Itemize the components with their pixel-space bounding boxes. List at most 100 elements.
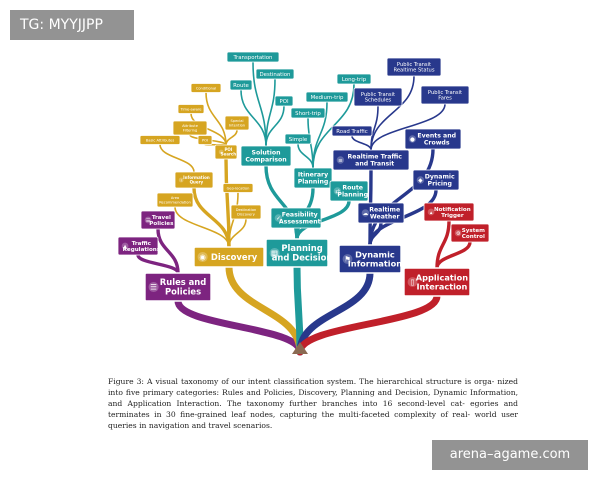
node-label-line: Medium-trip <box>311 95 344 101</box>
node-box <box>255 68 295 80</box>
node-label-line: Planning <box>337 192 368 199</box>
route-icon <box>333 187 342 195</box>
node-box <box>338 244 402 274</box>
node-label-line: Public Transit <box>397 62 431 68</box>
node-box <box>117 236 159 256</box>
bell-icon-glyph: ▴ <box>430 210 433 216</box>
node-box <box>224 115 250 131</box>
node-box <box>190 83 222 93</box>
node-box <box>230 204 262 220</box>
node-label-line: Assessment <box>279 219 321 226</box>
node-box <box>226 51 280 63</box>
node-label-line: Notification <box>434 207 471 213</box>
gear-icon <box>454 229 462 237</box>
branch-line <box>190 112 227 146</box>
node-box <box>177 104 205 114</box>
node-label-line: Area <box>171 196 179 200</box>
grid-icon <box>269 247 280 259</box>
node-label-line: Dynamic <box>355 249 395 259</box>
node-label-line: Long-trip <box>342 77 367 83</box>
node-box <box>353 87 403 107</box>
node-label-line: Transportation <box>233 55 273 61</box>
node-box <box>386 57 442 77</box>
info-icon <box>178 177 184 183</box>
cloud-icon-glyph: ☁ <box>363 211 369 217</box>
node-label-line: Search <box>221 152 237 157</box>
node-label-line: Simple <box>289 137 308 143</box>
node-label-line: Public Transit <box>361 92 395 98</box>
check-icon <box>274 214 283 222</box>
phone-icon <box>407 277 418 287</box>
node-label: Long-trip <box>342 77 367 83</box>
node-box <box>357 202 405 224</box>
branch-line <box>297 143 314 169</box>
node-label: POI <box>279 99 288 105</box>
node-label-line: Route <box>233 83 249 89</box>
node-leaf-short-trip: Short-trip <box>290 107 326 119</box>
node-leaf-conditional: Conditional <box>190 83 222 93</box>
node-discovery: ◉Discovery <box>193 246 265 268</box>
node-box <box>214 144 238 160</box>
node-label: Route <box>233 83 249 89</box>
branch-line <box>368 147 435 247</box>
node-label: Geo-location <box>227 186 250 190</box>
node-label: Time-aware <box>179 107 202 111</box>
node-label: Transportation <box>233 55 273 61</box>
branch-line <box>370 105 379 151</box>
branch-line <box>370 103 446 151</box>
caption-line: world user queries in navigation and tra… <box>108 410 519 430</box>
node-box <box>172 120 208 136</box>
node-label-line: Pricing <box>428 181 452 188</box>
branch-line <box>240 89 267 147</box>
node-label-line: Schedules <box>365 98 392 104</box>
node-box <box>331 125 373 137</box>
node-label-line: Attribute <box>182 124 199 128</box>
traffic-light-icon <box>336 156 345 164</box>
node-label-line: Travel <box>152 215 171 221</box>
branch-line <box>265 78 276 147</box>
search-icon <box>218 149 224 155</box>
caption-line: nized into five primary categories: Rule… <box>108 377 518 397</box>
node-label-line: Route <box>342 185 363 192</box>
route-icon-glyph: ⇄ <box>335 189 340 195</box>
node-label-line: Realtime Traffic <box>347 154 402 161</box>
node-label-line: Dynamic <box>425 174 455 181</box>
branch-line <box>295 199 351 241</box>
node-box <box>420 85 470 105</box>
node-label: POI <box>202 138 208 142</box>
grid-icon-glyph: ▦ <box>271 249 278 258</box>
cloud-icon <box>361 209 370 217</box>
node-box <box>240 145 292 167</box>
node-label-line: Realtime Status <box>393 68 434 74</box>
node-label-line: Recommendation <box>159 200 191 204</box>
branch-line <box>228 218 247 248</box>
tag-icon <box>416 176 425 184</box>
branch-line <box>265 105 285 147</box>
traffic-light-icon-glyph: ≡ <box>338 158 343 164</box>
node-box <box>423 202 475 222</box>
node-label-line: Information <box>183 175 210 180</box>
